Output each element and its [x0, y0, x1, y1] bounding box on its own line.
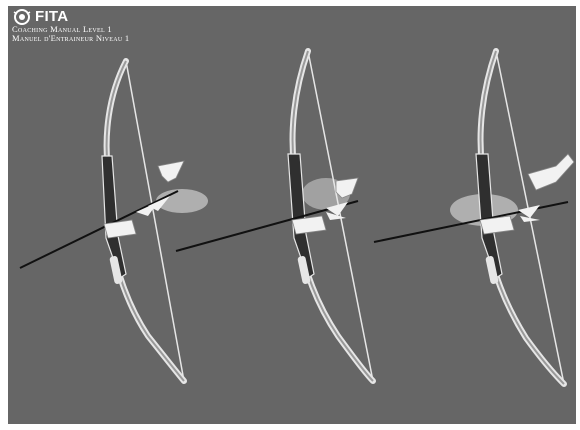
fita-target-logo-icon: [12, 9, 32, 25]
subtitle-french: Manuel d'Entraineur Niveau 1: [12, 34, 129, 43]
panel-1-bowstring: [126, 61, 184, 381]
org-title: FITA: [35, 8, 68, 25]
illustration-frame: FITA Coaching Manual Level 1 Manuel d'En…: [8, 6, 576, 424]
logo-row: FITA: [12, 8, 129, 25]
panel-3-drawing-hand: [528, 154, 574, 190]
panel-3-bow-illustration: [374, 51, 574, 384]
panel-1-drawing-hand: [158, 161, 184, 182]
header: FITA Coaching Manual Level 1 Manuel d'En…: [12, 8, 129, 43]
archery-diagram: [8, 6, 576, 424]
panel-2-bow-illustration: [176, 51, 373, 381]
panel-1-arrow: [20, 191, 178, 268]
panel-1-bow-illustration: [20, 61, 208, 381]
panel-2-bowstring: [308, 51, 373, 381]
panel-2-drawing-hand: [336, 178, 358, 198]
